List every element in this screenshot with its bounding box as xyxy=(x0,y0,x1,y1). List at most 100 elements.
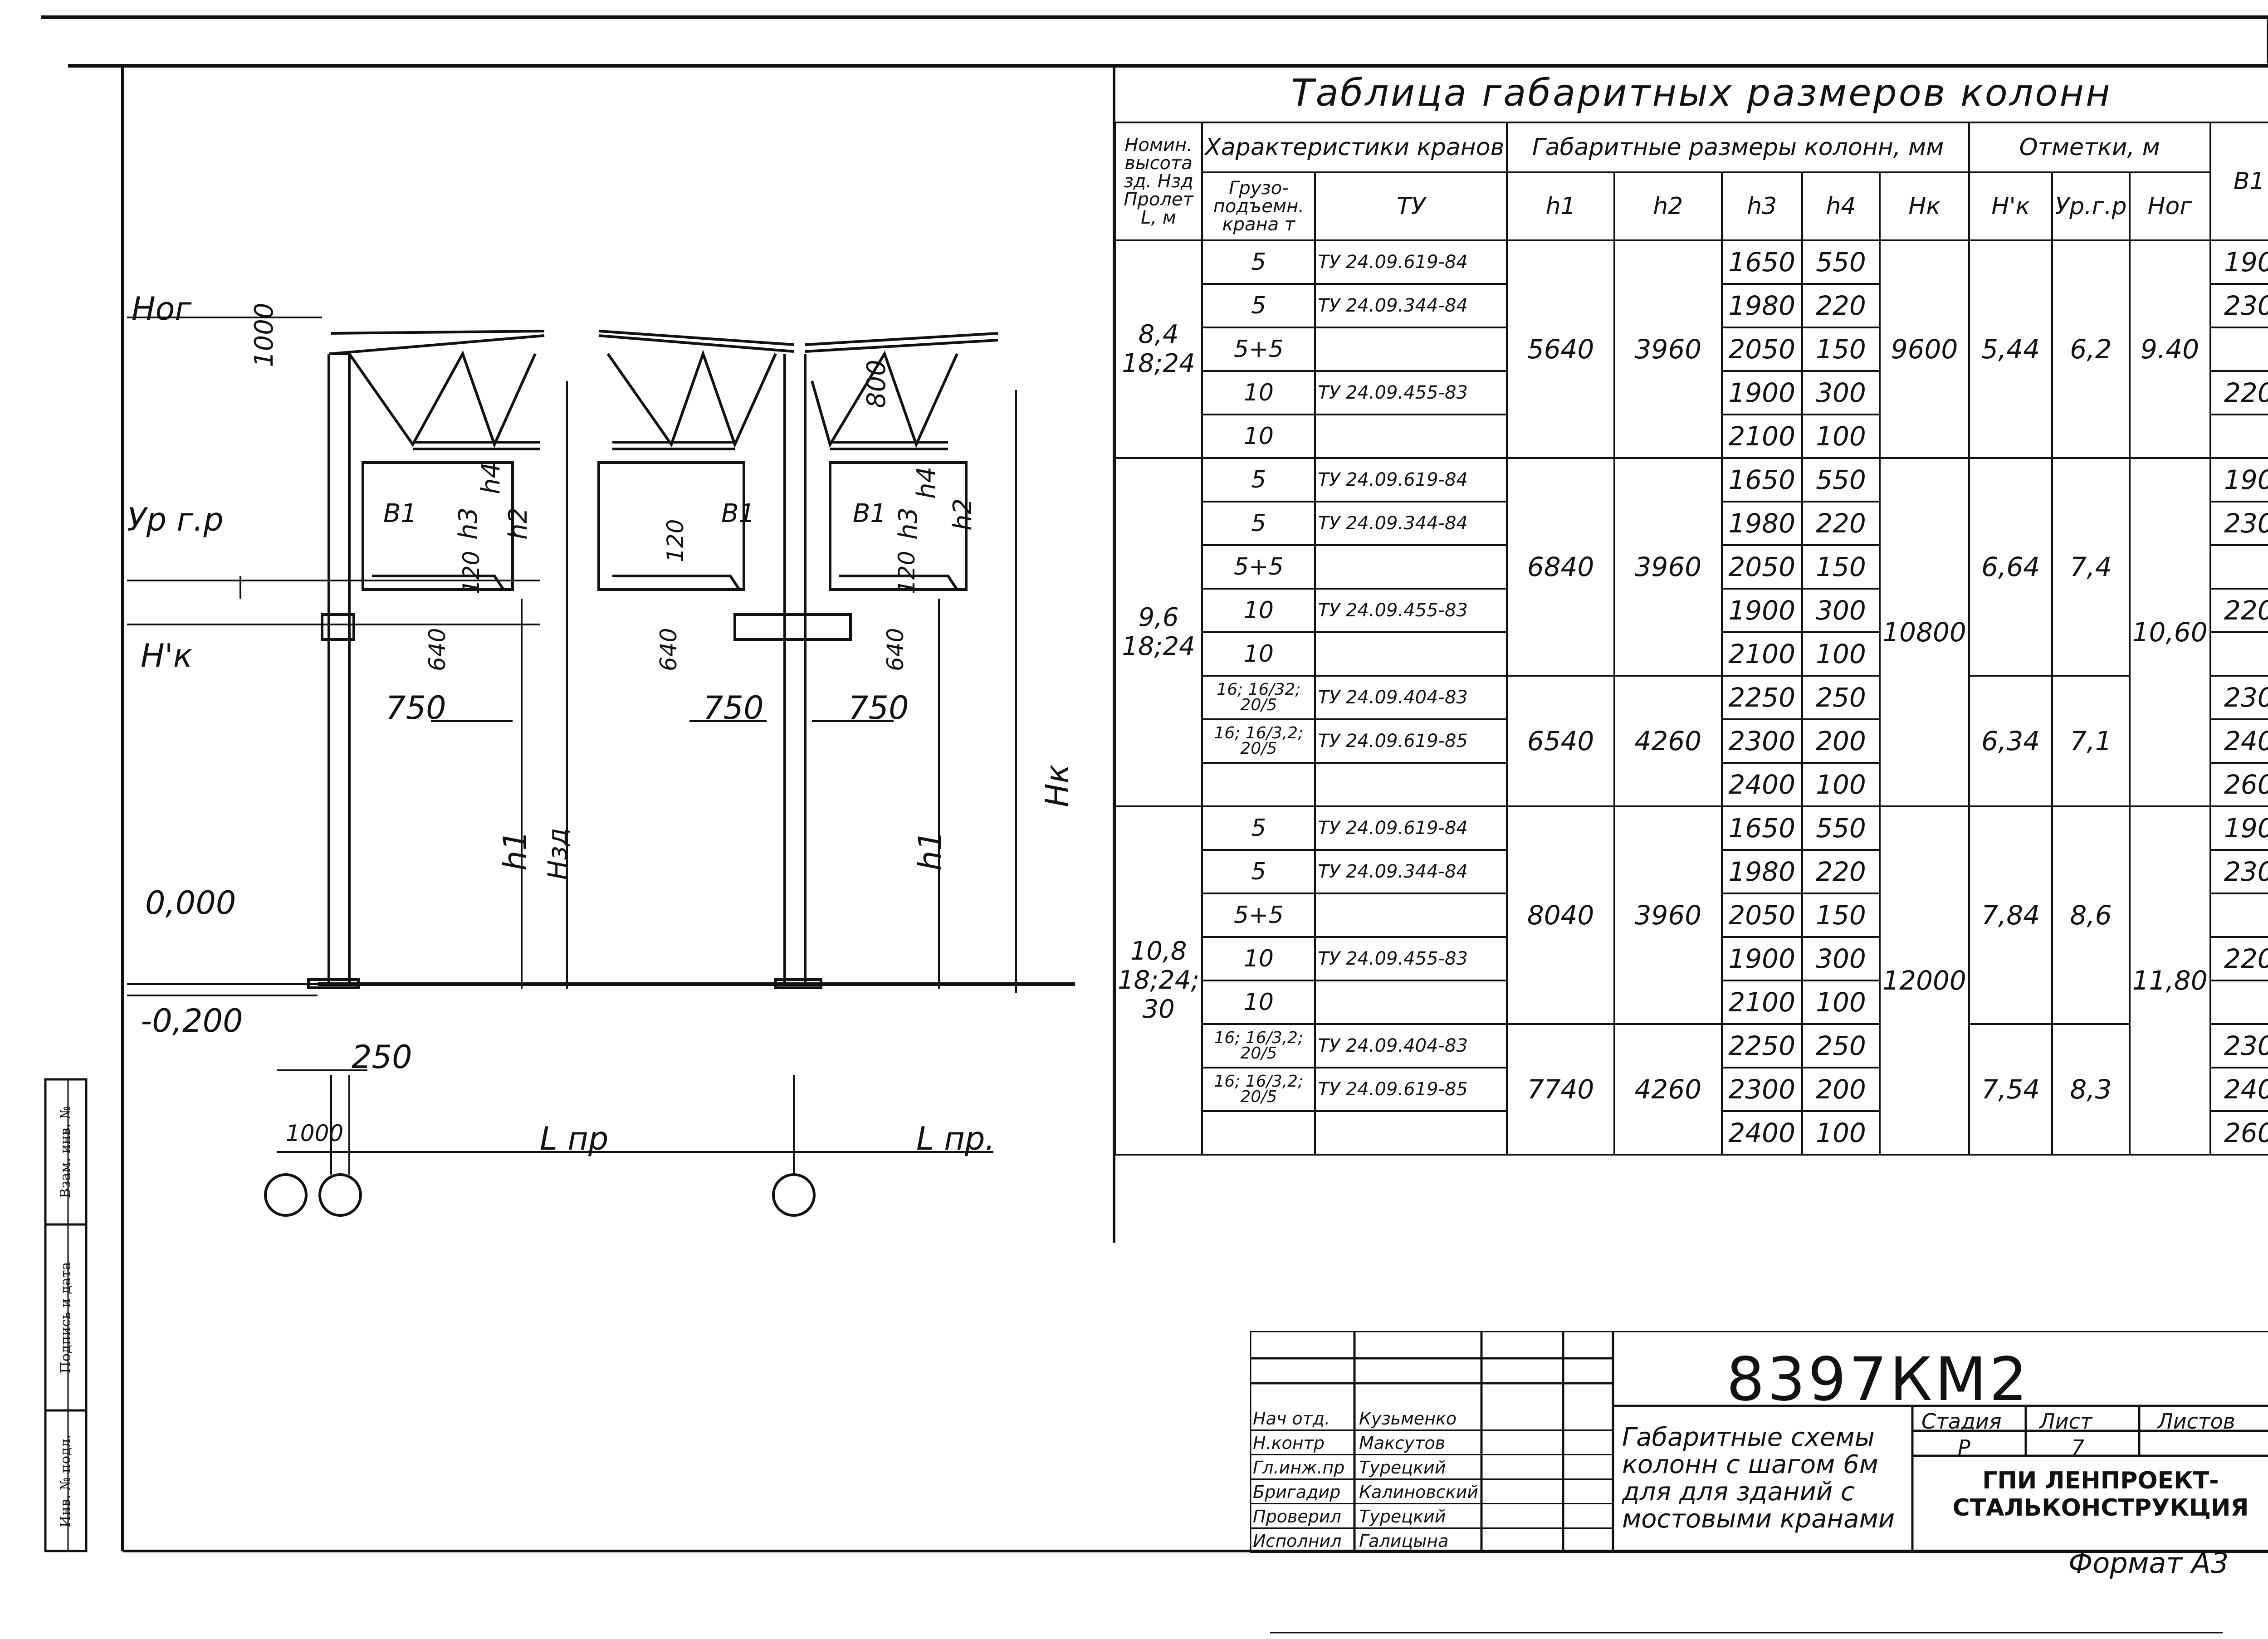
crane-rail-cell: 8,6 xyxy=(2051,805,2131,1025)
crane-rail-cell: 8,3 xyxy=(2051,1023,2131,1156)
h4-cell: 300 xyxy=(1801,370,1881,415)
h3-cell: 1650 xyxy=(1721,805,1803,851)
table-row: 5ТУ 24.09.344-841980220230 xyxy=(1115,501,2268,546)
h3-cell: 1980 xyxy=(1721,283,1803,328)
signature-role: Нач отд. xyxy=(1253,1409,1330,1429)
capacity-cell: 10 xyxy=(1201,414,1316,459)
signature-row: Гл.инж.пр Турецкий xyxy=(1250,1455,1613,1480)
h3-cell: 1900 xyxy=(1721,370,1803,415)
tu-cell xyxy=(1314,544,1508,590)
capacity-cell: 10 xyxy=(1201,370,1316,415)
signature-name: Калиновский xyxy=(1359,1482,1478,1502)
dim-750: 750 xyxy=(386,689,446,727)
signature-role: Бригадир xyxy=(1253,1482,1341,1502)
tu-cell: ТУ 24.09.619-85 xyxy=(1314,1067,1508,1112)
crane-rail-cell: 6,2 xyxy=(2051,239,2131,459)
tu-cell: ТУ 24.09.344-84 xyxy=(1314,849,1508,894)
dim-250: 250 xyxy=(352,1039,412,1076)
dim-1000: 1000 xyxy=(249,302,279,367)
h1-cell: 7740 xyxy=(1506,1023,1615,1156)
h2-cell: 3960 xyxy=(1613,239,1723,459)
h3-cell: 2250 xyxy=(1721,1023,1803,1068)
hog-cell: 11,80 xyxy=(2128,805,2211,1156)
b1-cell: 220 xyxy=(2209,936,2268,981)
h1-cell: 5640 xyxy=(1506,239,1615,459)
capacity-cell: 16; 16/3,2; 20/5 xyxy=(1201,1067,1316,1112)
capacity-cell: 10 xyxy=(1201,631,1316,677)
table-row: 2400100260 xyxy=(1115,1110,2268,1156)
capacity-cell: 5+5 xyxy=(1201,327,1316,372)
h4-cell: 100 xyxy=(1801,631,1881,677)
tu-cell: ТУ 24.09.619-84 xyxy=(1314,239,1508,285)
capacity-cell: 5 xyxy=(1201,239,1316,285)
h4-cell: 550 xyxy=(1801,239,1881,285)
sheets-header: Листов xyxy=(2157,1409,2235,1434)
capacity-cell: 16; 16/3,2; 20/5 xyxy=(1201,1023,1316,1068)
signature-name: Галицына xyxy=(1359,1531,1449,1551)
capacity-cell xyxy=(1201,1110,1316,1156)
hk-prime-cell: 7,54 xyxy=(1968,1023,2053,1156)
tu-cell: ТУ 24.09.404-83 xyxy=(1314,1023,1508,1068)
column-scheme-drawing: Hог 1000 800 Ур г.р H'к 0,000 -0,200 B1 … xyxy=(86,63,1111,1333)
hzd-label: Нзд xyxy=(542,828,573,880)
dim-640: 640 xyxy=(655,628,682,671)
tu-cell xyxy=(1314,631,1508,677)
h4-cell: 300 xyxy=(1801,588,1881,633)
dim-750: 750 xyxy=(703,689,764,727)
hk-prime-cell: 6,34 xyxy=(1968,675,2053,807)
header-hog: Нoг xyxy=(2128,171,2211,241)
sheet-title: Габаритные схемы колонн с шагом 6м для д… xyxy=(1622,1423,1895,1534)
h3-cell: 2300 xyxy=(1721,1067,1803,1112)
signature-role: Н.контр xyxy=(1253,1433,1325,1453)
tu-cell: ТУ 24.09.455-83 xyxy=(1314,588,1508,633)
h4-cell: 220 xyxy=(1801,849,1881,894)
level-zero-label: 0,000 xyxy=(145,884,236,922)
h3-cell: 2050 xyxy=(1721,544,1803,590)
b1-cell: 260 xyxy=(2209,1110,2268,1156)
b1-cell: 230 xyxy=(2209,283,2268,328)
nominal-height-cell: 9,6 18;24 xyxy=(1114,457,1203,807)
hk-cell: 9600 xyxy=(1879,239,1970,459)
capacity-cell: 5 xyxy=(1201,501,1316,546)
tu-cell: ТУ 24.09.404-83 xyxy=(1314,675,1508,720)
h3-cell: 2400 xyxy=(1721,762,1803,807)
h3-cell: 1980 xyxy=(1721,501,1803,546)
dim-120: 120 xyxy=(662,519,689,562)
signature-name: Турецкий xyxy=(1359,1458,1446,1478)
h4-cell: 150 xyxy=(1801,893,1881,938)
tu-cell: ТУ 24.09.455-83 xyxy=(1314,370,1508,415)
tu-cell xyxy=(1314,327,1508,372)
format-label: Формат А3 xyxy=(2068,1546,2229,1580)
b1-cell: 190 xyxy=(2209,457,2268,502)
h4-cell: 150 xyxy=(1801,544,1881,590)
h2-cell: 3960 xyxy=(1613,805,1723,1025)
crane-rail-cell: 7,1 xyxy=(2051,675,2131,807)
signature-role: Гл.инж.пр xyxy=(1253,1458,1345,1478)
h2-label: h2 xyxy=(503,507,533,540)
h4-cell: 220 xyxy=(1801,501,1881,546)
crane-rail-cell: 7,4 xyxy=(2051,457,2131,677)
b1-cell xyxy=(2209,544,2268,590)
tu-cell xyxy=(1314,1110,1508,1156)
b1-cell: 220 xyxy=(2209,588,2268,633)
dim-120: 120 xyxy=(894,551,920,594)
b1-cell: 260 xyxy=(2209,762,2268,807)
h3-label: h3 xyxy=(454,507,483,540)
capacity-cell: 5+5 xyxy=(1201,893,1316,938)
hk-cell: 12000 xyxy=(1879,805,1970,1156)
header-b1: B1 xyxy=(2209,122,2268,241)
capacity-cell: 5+5 xyxy=(1201,544,1316,590)
dimensions-table: Номин. высота зд. Нзд Пролет L, м Характ… xyxy=(1114,122,2268,1156)
h1-cell: 6540 xyxy=(1506,675,1615,807)
hog-cell: 9.40 xyxy=(2128,239,2211,459)
header-h4: h4 xyxy=(1801,171,1881,241)
tu-cell xyxy=(1314,893,1508,938)
b1-cell xyxy=(2209,631,2268,677)
signature-row: Бригадир Калиновский xyxy=(1250,1479,1613,1504)
